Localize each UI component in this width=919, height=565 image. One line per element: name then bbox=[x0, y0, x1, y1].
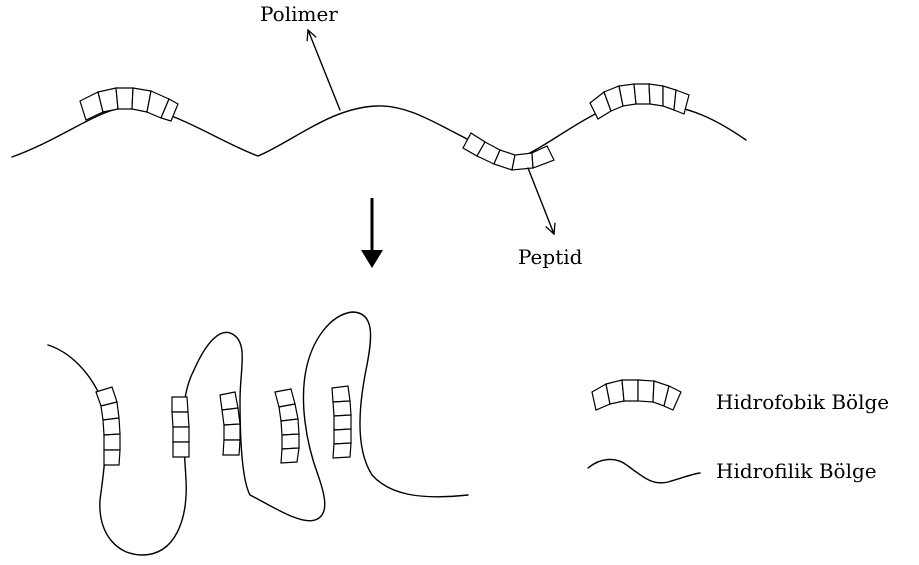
peptide-label: Peptid bbox=[518, 245, 583, 269]
legend-hydrophilic-icon bbox=[588, 459, 700, 482]
peptide-stack-1 bbox=[96, 387, 120, 465]
polymer-label: Polimer bbox=[260, 2, 338, 26]
peptide-segment-top-1 bbox=[80, 88, 178, 121]
peptide-segment-top-3 bbox=[590, 84, 689, 119]
legend-hydrophobic-icon bbox=[592, 380, 681, 410]
peptide-pointer-arrow bbox=[528, 168, 554, 234]
peptide-stack-4 bbox=[275, 389, 299, 463]
peptide-segment-top-2 bbox=[463, 133, 554, 170]
peptide-stack-5 bbox=[332, 386, 351, 458]
polymer-pointer-arrow bbox=[308, 30, 340, 110]
peptide-stack-2 bbox=[172, 397, 189, 457]
transition-down-arrow bbox=[361, 198, 383, 268]
peptide-stack-3 bbox=[220, 392, 240, 455]
legend-hydrophilic-label: Hidrofilik Bölge bbox=[716, 459, 877, 483]
polymer-chain-top bbox=[12, 102, 746, 160]
legend-hydrophobic-label: Hidrofobik Bölge bbox=[716, 390, 889, 414]
